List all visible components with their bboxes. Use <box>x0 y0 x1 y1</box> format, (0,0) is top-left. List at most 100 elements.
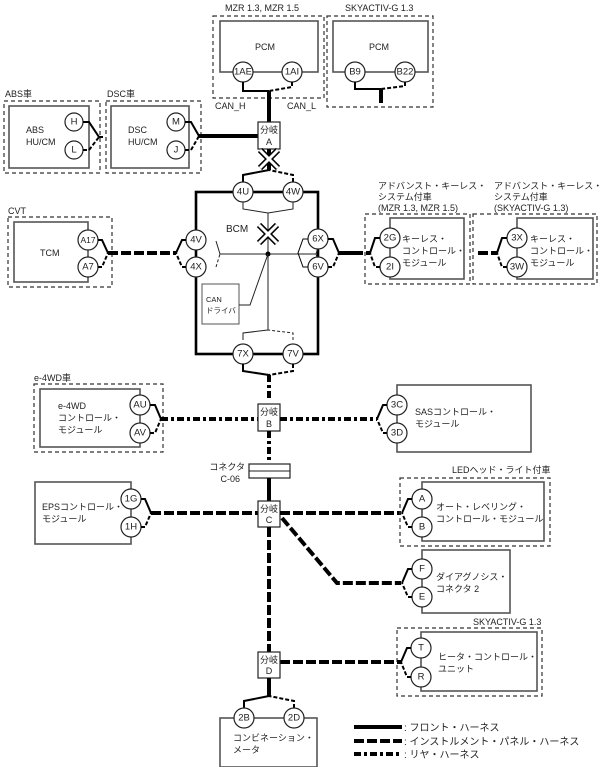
dlc-module <box>421 549 511 614</box>
wire-3X <box>496 237 507 254</box>
tcm-name: TCM <box>40 248 60 258</box>
legend-instrument-label: : インストルメント・パネル・ハーネス <box>404 736 579 748</box>
pin-J-label: J <box>174 145 179 156</box>
abs-name-2: HU/CM <box>26 137 56 147</box>
pin-H-label: H <box>71 117 78 128</box>
wire-7V <box>268 364 294 376</box>
sas-module <box>396 384 532 453</box>
keyless-mzr-name-3: モジュール <box>402 258 446 268</box>
wire-6X <box>328 238 340 254</box>
branch-b: 分岐 B <box>257 403 281 432</box>
pin-4U <box>232 181 254 203</box>
abs-name-1: ABS <box>26 125 44 135</box>
pcm-mzr-name: PCM <box>255 42 275 52</box>
pin-4W <box>282 181 304 203</box>
heater-name-2: ユニット <box>438 664 474 674</box>
keyless-sky-variant-1: アドバンスト・キーレス・ <box>494 181 602 191</box>
meter-module <box>219 717 318 767</box>
pcm-mzr-group: MZR 1.3, MZR 1.5 PCM 1AE 1AI CAN_H CAN_L <box>212 3 325 111</box>
pin-B22-label: B22 <box>397 67 414 78</box>
wire-1G <box>141 498 152 514</box>
can-h-label: CAN_H <box>215 101 246 111</box>
pin-3X-label: 3X <box>511 233 523 244</box>
dsc-name-2: HU/CM <box>128 137 158 147</box>
pin-A17-label: A17 <box>80 235 95 245</box>
connector-label-1: コネクタ <box>209 462 245 472</box>
dlc-group: ダイアグノシス・ コネクタ 2 F E <box>411 549 511 614</box>
wire-B22 <box>380 82 406 90</box>
wire-2I <box>369 252 380 268</box>
dlc-name-1: ダイアグノシス・ <box>436 571 507 582</box>
keyless-mzr-variant-3: (MZR 1.3, MZR 1.5) <box>378 203 458 213</box>
meter-name-1: コンビネーション・ <box>233 733 314 743</box>
pcm-sky-option-box <box>326 15 434 108</box>
wire-1AE <box>242 82 269 92</box>
bcm-bus-bottom-left <box>242 329 269 340</box>
wire-B9 <box>354 82 381 90</box>
eps-module <box>34 481 132 545</box>
pin-1AI-label: 1AI <box>285 67 299 78</box>
eps-name-1: EPSコントロール・ <box>42 502 123 512</box>
can-driver-wire <box>239 253 269 306</box>
wire-L <box>83 136 100 151</box>
pin-1AE-label: 1AE <box>234 67 252 78</box>
bcm-group: BCM CAN ドライバ 4U 4W 4V 4X 6X 6V 7X <box>185 181 329 365</box>
pin-E-label: E <box>419 592 425 603</box>
bcm-bus-bottom-right <box>267 329 294 340</box>
pin-2D-label: 2D <box>288 713 300 724</box>
eps-name-2: モジュール <box>42 514 86 524</box>
wire-E <box>401 582 412 598</box>
dsc-variant-label: DSC車 <box>107 88 135 99</box>
wire-6V <box>328 252 340 268</box>
pin-2G-label: 2G <box>384 233 397 244</box>
bcm-name: BCM <box>226 224 248 235</box>
branch-d-label-1: 分岐 <box>260 654 278 665</box>
keyless-sky-name-3: モジュール <box>530 258 574 268</box>
heater-module <box>420 631 538 692</box>
e4wd-group: e-4WD車 e-4WD コントロール・ モジュール AU AV <box>33 372 164 453</box>
sas-name-1: SASコントロール・ <box>415 407 496 417</box>
pin-4X-label: 4X <box>190 262 202 273</box>
tcm-group: CVT TCM A17 A7 <box>7 206 113 288</box>
wire-3C <box>376 404 387 420</box>
keyless-mzr-option-box <box>364 213 471 285</box>
leveling-variant-label: LEDヘッド・ライト付車 <box>452 464 551 475</box>
pin-2I-label: 2I <box>386 262 394 273</box>
tcm-module <box>13 221 89 283</box>
e4wd-module <box>39 388 141 448</box>
pin-B-label: B <box>419 522 425 533</box>
wire-4V <box>175 239 186 254</box>
wire-3D <box>376 418 387 434</box>
wire-R <box>400 661 411 678</box>
pin-A7-label: A7 <box>82 262 94 273</box>
meter-group: コンビネーション・ メータ 2B 2D <box>219 707 318 767</box>
wire-B <box>401 512 412 528</box>
keyless-mzr-group: アドバンスト・キーレス・ システム付車 (MZR 1.3, MZR 1.5) キ… <box>364 181 486 285</box>
pin-6X-label: 6X <box>312 234 324 245</box>
keyless-sky-variant-3: (SKYACTIV-G 1.3) <box>494 203 568 213</box>
wire-7X <box>242 364 270 376</box>
pin-4W-label: 4W <box>286 187 300 198</box>
leveling-option-box <box>399 477 551 547</box>
pin-2D <box>283 707 305 729</box>
pin-B9-label: B9 <box>349 67 361 78</box>
pin-AV-label: AV <box>134 428 147 439</box>
wire-T <box>400 647 411 663</box>
keyless-sky-name-2: コントロール・ <box>530 246 593 256</box>
keyless-sky-name-1: キーレス・ <box>530 234 575 244</box>
dsc-group: DSC車 DSC HU/CM M J <box>105 88 202 174</box>
wire-A7 <box>98 252 109 268</box>
terminator-x-icon <box>257 147 281 171</box>
branch-a-label-1: 分岐 <box>260 124 278 135</box>
pcm-mzr-variant-label: MZR 1.3, MZR 1.5 <box>225 3 299 13</box>
pin-3C-label: 3C <box>391 400 403 411</box>
e4wd-name-2: コントロール・ <box>58 413 121 423</box>
wire-F <box>401 568 412 584</box>
pin-4V-label: 4V <box>190 235 202 246</box>
branch-c: 分岐 C <box>257 500 281 528</box>
heater-name-1: ヒータ・コントロール・ <box>438 652 537 662</box>
tcm-variant-label: CVT <box>8 206 27 216</box>
wire-2D <box>268 695 295 708</box>
leveling-name-1: オート・レベリング・ <box>436 501 526 512</box>
